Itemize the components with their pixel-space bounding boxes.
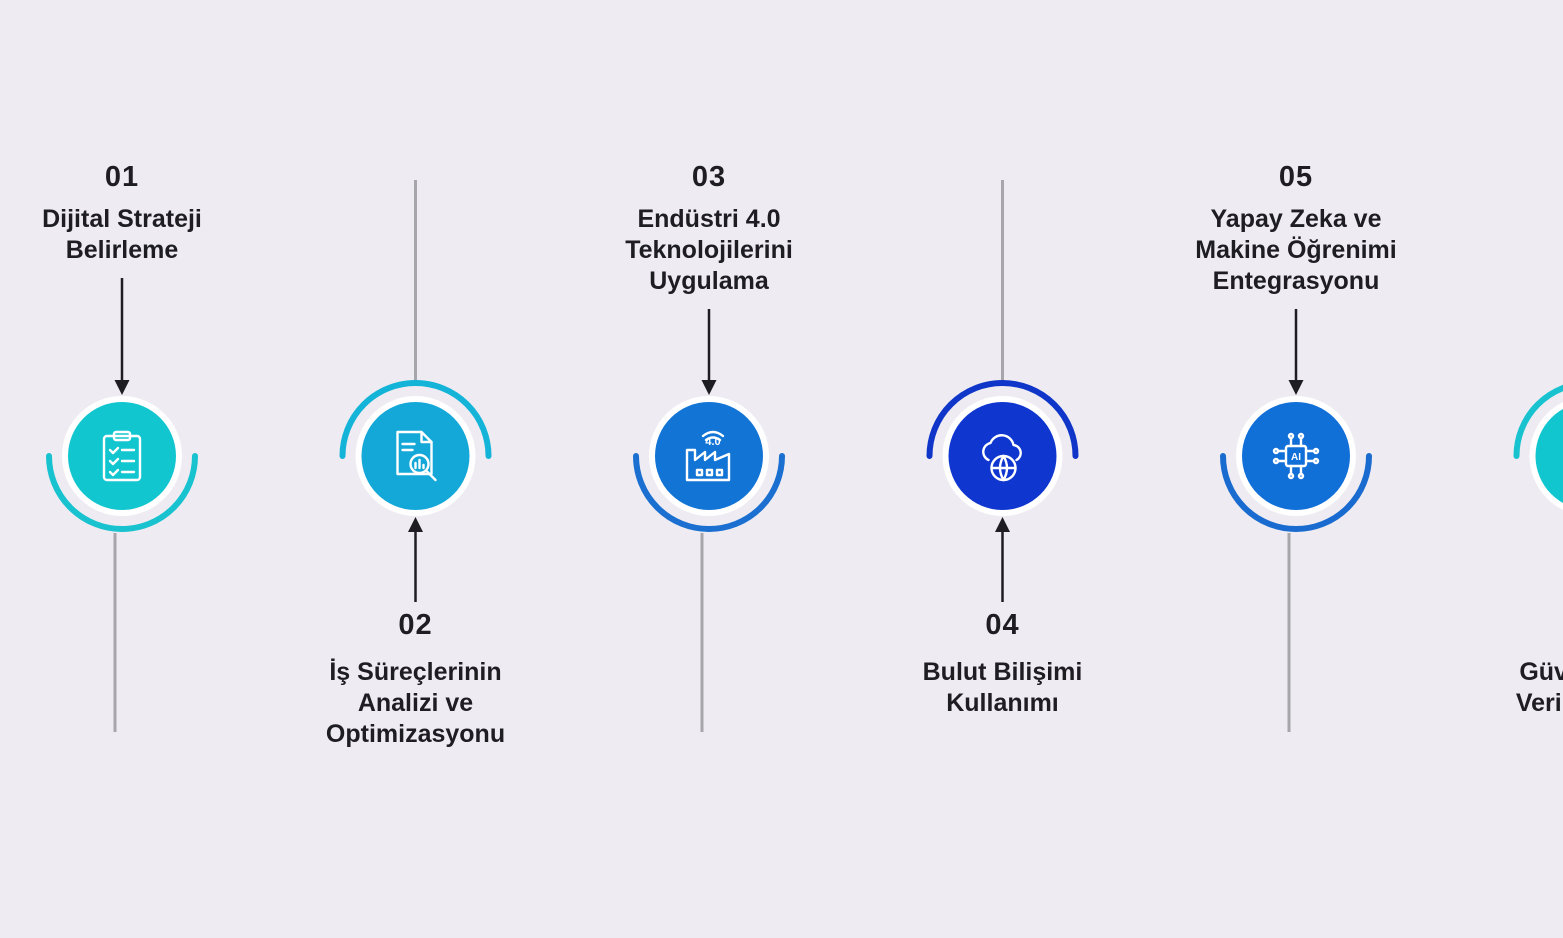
svg-text:AI: AI [1291, 452, 1301, 463]
ai-chip-icon: AI [1272, 432, 1320, 480]
step-circle [68, 402, 176, 510]
smart-factory-icon: 4.0 [685, 430, 731, 482]
step-ring [1220, 453, 1372, 532]
clipboard-checklist-icon [102, 430, 142, 482]
cloud-globe-icon [982, 434, 1022, 482]
step-ring [46, 453, 198, 532]
step-title: Güvenlik veVeri Koruma [1516, 658, 1563, 717]
step-number: 03 [692, 161, 726, 193]
step-06: 06Güvenlik veVeri Koruma [1513, 384, 1563, 717]
document-analysis-icon [396, 430, 437, 482]
step-number: 05 [1279, 161, 1313, 193]
step-ring [339, 380, 492, 459]
step-circle [1242, 402, 1350, 510]
step-number: 04 [985, 609, 1019, 641]
step-ring [1513, 384, 1563, 459]
step-ring [926, 380, 1079, 459]
step-ring [633, 453, 785, 532]
step-circle [1535, 408, 1563, 504]
step-number: 02 [398, 609, 432, 641]
step-number: 01 [105, 161, 139, 193]
